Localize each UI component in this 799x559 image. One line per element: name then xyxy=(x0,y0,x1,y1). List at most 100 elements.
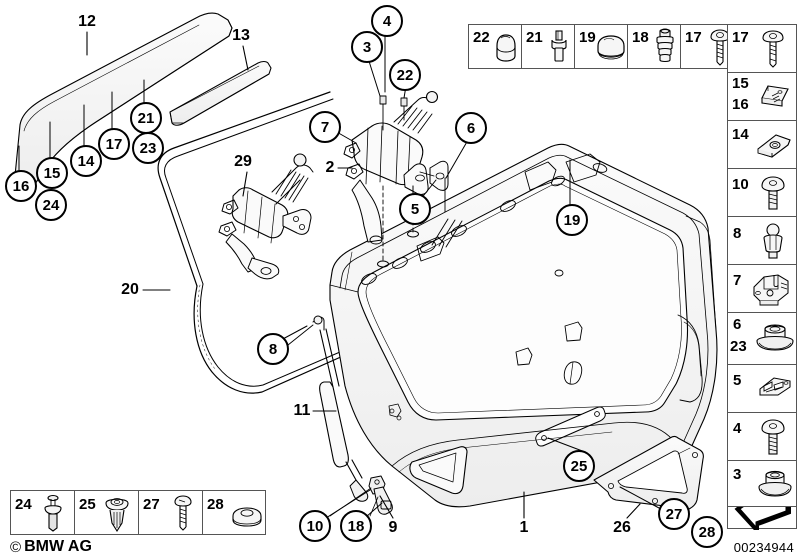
callout-5[interactable]: 5 xyxy=(399,193,431,225)
callout-21[interactable]: 21 xyxy=(130,102,162,134)
callout-19[interactable]: 19 xyxy=(556,204,588,236)
spring-clip-icon xyxy=(752,375,794,410)
part-1-tailgate-shell xyxy=(329,143,718,508)
hardware-cell-10[interactable]: 10 xyxy=(728,169,796,217)
direction-arrow-icon xyxy=(732,507,794,530)
hardware-cell-18[interactable]: 18 xyxy=(628,25,681,68)
hardware-label-22: 22 xyxy=(473,29,490,46)
copyright-symbol: © xyxy=(10,538,22,556)
hardware-label-5: 5 xyxy=(733,372,742,389)
label-26: 26 xyxy=(613,519,631,536)
callout-3[interactable]: 3 xyxy=(351,31,383,63)
hardware-label-4: 4 xyxy=(733,420,742,437)
callout-18[interactable]: 18 xyxy=(340,510,372,542)
callout-7[interactable]: 7 xyxy=(309,111,341,143)
part-7-tailgate-lock-assembly xyxy=(343,90,449,245)
callout-25[interactable]: 25 xyxy=(563,450,595,482)
callout-16[interactable]: 16 xyxy=(5,170,37,202)
grommet-cap-icon xyxy=(492,32,520,68)
ball-stud-icon xyxy=(760,222,786,264)
hardware-cell-8[interactable]: 8 xyxy=(728,217,796,265)
square-nut-plate-icon xyxy=(754,131,794,168)
part-26-license-plate-carrier xyxy=(593,435,704,510)
flange-nut-large-icon xyxy=(755,323,795,360)
hardware-label-19: 19 xyxy=(579,29,596,46)
part-20-tailgate-seal xyxy=(157,91,355,394)
hardware-panel-top: 22 21 19 xyxy=(468,24,734,69)
hardware-label-24: 24 xyxy=(15,496,32,513)
callout-14[interactable]: 14 xyxy=(70,145,102,177)
leader-lines xyxy=(86,31,641,519)
label-20: 20 xyxy=(121,281,139,298)
bmw-copyright: © BMW AG xyxy=(10,538,92,556)
callout-4[interactable]: 4 xyxy=(371,5,403,37)
hardware-cell-17b[interactable]: 17 xyxy=(728,25,796,73)
hardware-cell-3[interactable]: 3 xyxy=(728,461,796,507)
label-29: 29 xyxy=(234,153,252,170)
hardware-label-15: 15 xyxy=(732,75,749,92)
hardware-cell-4[interactable]: 4 xyxy=(728,413,796,461)
label-12: 12 xyxy=(78,13,96,30)
hardware-label-18: 18 xyxy=(632,29,649,46)
callout-15[interactable]: 15 xyxy=(36,157,68,189)
hardware-label-25: 25 xyxy=(79,496,96,513)
rubber-stop-icon xyxy=(231,504,263,534)
clip-plate-icon xyxy=(756,83,794,118)
hardware-cell-19[interactable]: 19 xyxy=(575,25,628,68)
hardware-cell-28[interactable]: 28 xyxy=(203,491,267,534)
expanding-rivet-icon xyxy=(41,494,65,534)
callout-17[interactable]: 17 xyxy=(98,128,130,160)
label-13: 13 xyxy=(232,27,250,44)
hardware-cell-22[interactable]: 22 xyxy=(469,25,522,68)
hardware-cell-7[interactable]: 7 xyxy=(728,265,796,313)
hardware-panel-bottom-left: 24 25 xyxy=(10,490,266,535)
label-11: 11 xyxy=(293,402,311,419)
hardware-label-28: 28 xyxy=(207,496,224,513)
callout-23[interactable]: 23 xyxy=(132,132,164,164)
hardware-label-16: 16 xyxy=(732,96,749,113)
hardware-cell-6-23[interactable]: 6 23 xyxy=(728,313,796,365)
hardware-cell-24[interactable]: 24 xyxy=(11,491,75,534)
button-head-screw-icon xyxy=(760,175,786,216)
round-plug-icon xyxy=(596,34,626,67)
callout-6[interactable]: 6 xyxy=(455,112,487,144)
callout-27[interactable]: 27 xyxy=(658,498,690,530)
pan-head-screw-icon xyxy=(173,495,193,534)
tailgate-lock-icon xyxy=(748,271,794,312)
hex-flange-nut-icon xyxy=(756,469,794,506)
callout-28[interactable]: 28 xyxy=(691,516,723,548)
callout-8[interactable]: 8 xyxy=(257,333,289,365)
hardware-cell-27[interactable]: 27 xyxy=(139,491,203,534)
copyright-text: BMW AG xyxy=(24,538,92,555)
part-13-trim-strip xyxy=(169,60,272,126)
ribbed-bumper-icon xyxy=(654,28,676,68)
callout-24[interactable]: 24 xyxy=(35,189,67,221)
hardware-cell-21[interactable]: 21 xyxy=(522,25,575,68)
hardware-label-17: 17 xyxy=(685,29,702,46)
hardware-cell-14[interactable]: 14 xyxy=(728,121,796,169)
hardware-label-3: 3 xyxy=(733,466,742,483)
stud-pin-icon xyxy=(548,29,570,68)
label-9: 9 xyxy=(388,519,398,536)
button-head-bolt-icon xyxy=(760,418,786,460)
push-clip-icon xyxy=(103,495,131,534)
diagram-image-number: 00234944 xyxy=(733,540,794,555)
hardware-cell-5[interactable]: 5 xyxy=(728,365,796,413)
part-29-wiper-motor xyxy=(218,153,314,280)
hardware-label-27: 27 xyxy=(143,496,160,513)
hardware-cell-25[interactable]: 25 xyxy=(75,491,139,534)
hardware-cell-15-16[interactable]: 15 16 xyxy=(728,73,796,121)
hardware-label-21: 21 xyxy=(526,29,543,46)
callout-10[interactable]: 10 xyxy=(299,510,331,542)
hardware-label-17b: 17 xyxy=(732,29,749,46)
hardware-label-7: 7 xyxy=(733,272,742,289)
hardware-label-23: 23 xyxy=(730,338,747,355)
callout-22[interactable]: 22 xyxy=(389,59,421,91)
hardware-label-14: 14 xyxy=(732,126,749,143)
flange-screw-icon xyxy=(760,29,786,72)
hardware-label-8: 8 xyxy=(733,225,742,242)
hardware-cell-direction-arrow xyxy=(728,507,796,530)
hardware-label-10: 10 xyxy=(732,176,749,193)
hardware-label-6: 6 xyxy=(733,316,742,333)
